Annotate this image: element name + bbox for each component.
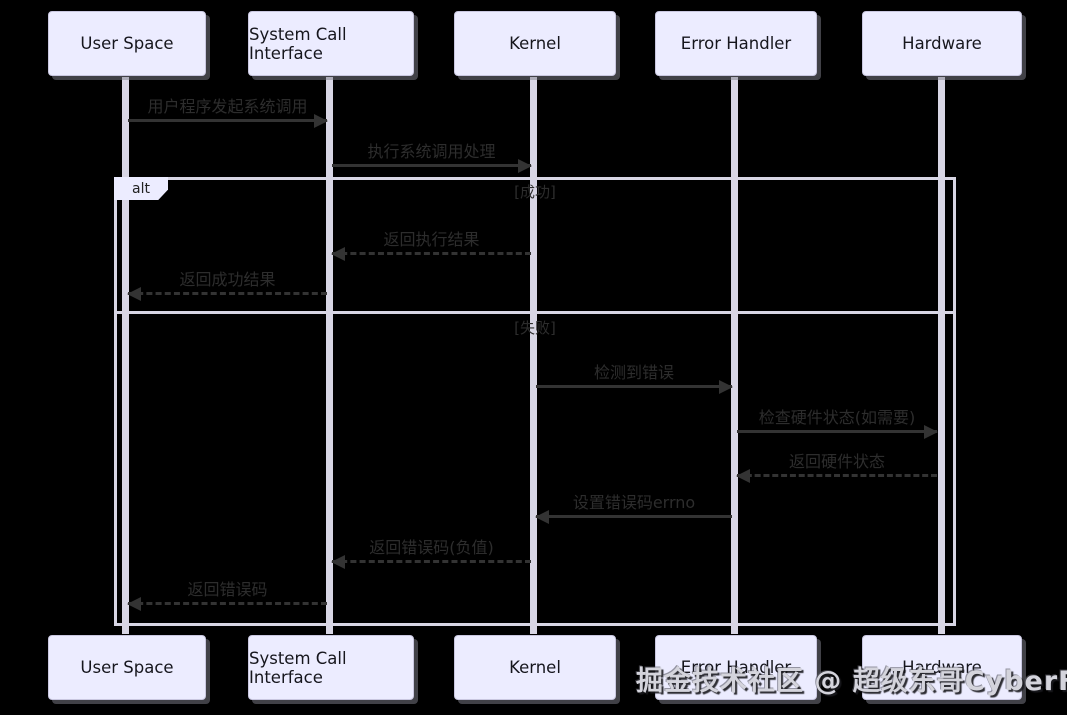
lifeline-user-space — [122, 77, 129, 634]
alt-frame-label: alt — [114, 177, 168, 200]
message-set-errno: 设置错误码errno — [535, 492, 732, 524]
message-return-result: 返回执行结果 — [331, 229, 531, 261]
message-return-error-code: 返回错误码(负值) — [331, 537, 531, 569]
participant-bottom-hardware: Hardware — [862, 635, 1022, 700]
arrowhead-left-icon — [127, 597, 141, 611]
participant-top-user-space: User Space — [48, 11, 206, 76]
arrowhead-right-icon — [719, 380, 733, 394]
alt-else-divider — [114, 311, 956, 314]
participant-top-hardware: Hardware — [862, 11, 1022, 76]
participant-bottom-system-call-interface: System Call Interface — [248, 635, 414, 700]
message-return-error-to-user: 返回错误码 — [127, 579, 327, 611]
arrowhead-left-icon — [331, 247, 345, 261]
message-check-hardware: 检查硬件状态(如需要) — [737, 407, 938, 439]
alt-success-guard: [成功] — [514, 183, 556, 201]
arrowhead-right-icon — [314, 114, 328, 128]
alt-failure-guard: [失败] — [514, 319, 556, 337]
message-execute-syscall: 执行系统调用处理 — [332, 141, 532, 173]
arrowhead-left-icon — [331, 555, 345, 569]
participant-bottom-user-space: User Space — [48, 635, 206, 700]
lifeline-system-call-interface — [326, 77, 333, 634]
lifeline-kernel — [530, 77, 537, 634]
arrowhead-left-icon — [535, 510, 549, 524]
alt-frame — [114, 177, 956, 626]
participant-top-system-call-interface: System Call Interface — [248, 11, 414, 76]
arrowhead-left-icon — [736, 469, 750, 483]
message-syscall-request: 用户程序发起系统调用 — [128, 96, 328, 128]
arrowhead-right-icon — [924, 425, 938, 439]
arrowhead-left-icon — [127, 287, 141, 301]
message-hardware-status: 返回硬件状态 — [736, 451, 937, 483]
participant-top-error-handler: Error Handler — [655, 11, 817, 76]
participant-top-kernel: Kernel — [454, 11, 616, 76]
watermark: 掘金技术社区 @ 超级东哥CyberFD — [636, 666, 1067, 697]
lifeline-hardware — [938, 77, 945, 634]
message-error-detected: 检测到错误 — [536, 362, 733, 394]
arrowhead-right-icon — [518, 159, 532, 173]
participant-bottom-error-handler: Error Handler — [655, 635, 817, 700]
participant-bottom-kernel: Kernel — [454, 635, 616, 700]
lifeline-error-handler — [731, 77, 738, 634]
message-return-success: 返回成功结果 — [127, 269, 327, 301]
